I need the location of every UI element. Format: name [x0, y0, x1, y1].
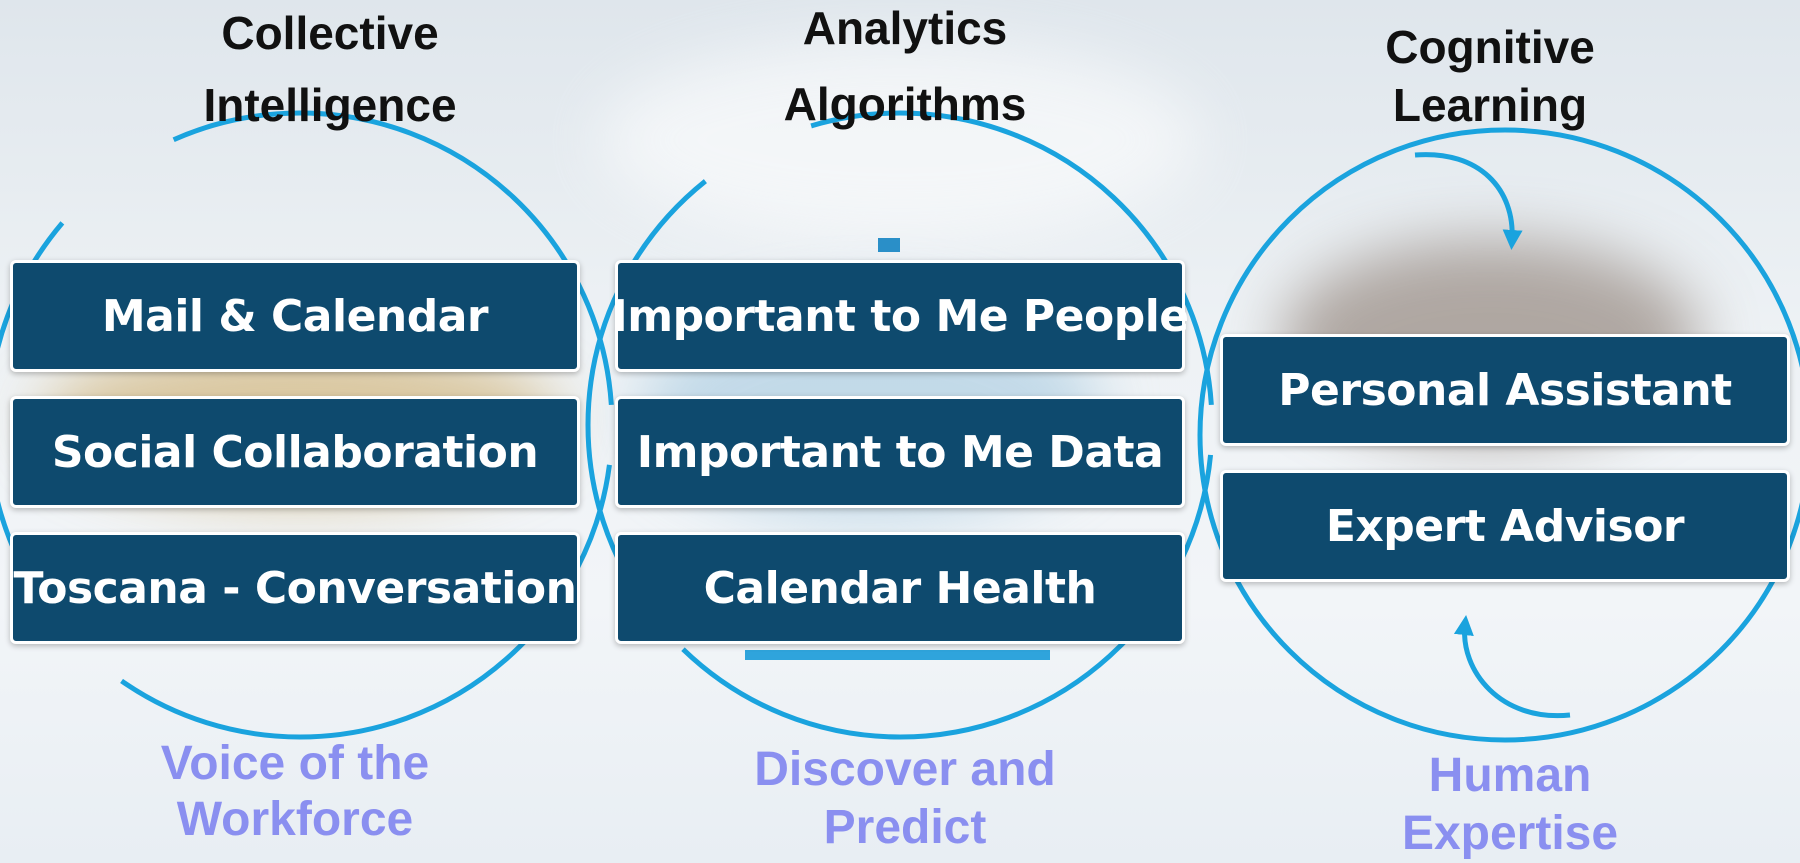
- social-collaboration-box: Social Collaboration: [10, 396, 580, 508]
- box-label: Important to Me People: [611, 290, 1189, 342]
- bottom-curved-arrow: [1453, 615, 1571, 719]
- calendar-health-box: Calendar Health: [615, 532, 1185, 644]
- footer-line: Expertise: [1401, 807, 1619, 860]
- underline-bar: [745, 650, 1050, 660]
- box-label: Mail & Calendar: [101, 290, 489, 342]
- right-cycle-circle: [1197, 127, 1800, 743]
- collective-intelligence-heading: Collective Intelligence: [140, 10, 520, 128]
- box-label: Social Collaboration: [51, 426, 539, 478]
- heading-line: Algorithms: [783, 78, 1027, 130]
- heading-line: Learning: [1392, 79, 1588, 131]
- cognitive-learning-heading: Cognitive Learning: [1320, 24, 1660, 128]
- heading-line: Intelligence: [203, 79, 457, 131]
- background-blur: [600, 40, 1200, 240]
- box-label: Important to Me Data: [636, 426, 1164, 478]
- heading-line: Collective: [221, 7, 439, 59]
- left-cycle-circle: [0, 110, 615, 740]
- discover-predict-label: Discover and Predict: [700, 746, 1110, 852]
- box-label: Expert Advisor: [1325, 500, 1685, 552]
- personal-assistant-box: Personal Assistant: [1220, 334, 1790, 446]
- top-curved-arrow: [1414, 152, 1523, 250]
- toscana-conversation-box: Toscana - Conversation: [10, 532, 580, 644]
- expert-advisor-box: Expert Advisor: [1220, 470, 1790, 582]
- footer-line: Predict: [823, 801, 987, 854]
- box-label: Personal Assistant: [1278, 364, 1732, 416]
- monitor-icon: [878, 238, 900, 252]
- important-data-box: Important to Me Data: [615, 396, 1185, 508]
- important-people-box: Important to Me People: [611, 260, 1189, 372]
- analytics-algorithms-heading: Analytics Algorithms: [710, 5, 1100, 127]
- box-label: Calendar Health: [703, 562, 1097, 614]
- box-label: Toscana - Conversation: [13, 562, 577, 614]
- middle-cycle-circle: [585, 110, 1215, 740]
- voice-of-workforce-label: Voice of the Workforce: [100, 740, 490, 844]
- human-expertise-label: Human Expertise: [1330, 752, 1690, 858]
- footer-line: Discover and: [754, 743, 1056, 796]
- heading-line: Cognitive: [1385, 21, 1595, 73]
- footer-line: Voice of the: [160, 737, 430, 790]
- footer-line: Workforce: [176, 793, 414, 846]
- heading-line: Analytics: [802, 2, 1008, 54]
- footer-line: Human: [1428, 749, 1592, 802]
- mail-calendar-box: Mail & Calendar: [10, 260, 580, 372]
